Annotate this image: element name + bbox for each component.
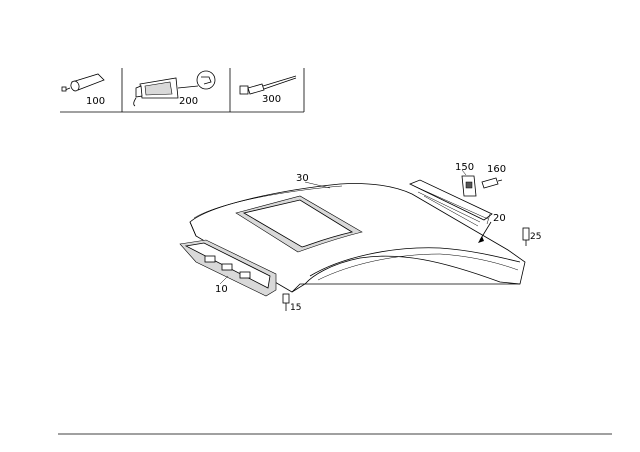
callout-rail: 20 bbox=[493, 213, 506, 224]
callout-plug: 160 bbox=[487, 164, 506, 175]
roof-rail-strip bbox=[409, 179, 493, 227]
callout-bracket: 150 bbox=[455, 162, 474, 173]
callout-clip-front: 15 bbox=[290, 303, 301, 313]
sealant-tube-wrench-icon bbox=[133, 70, 216, 107]
legend-label-100: 100 bbox=[86, 96, 105, 107]
roof-panel bbox=[189, 183, 526, 293]
leader-lines bbox=[219, 181, 492, 285]
blind-rivet-icon bbox=[239, 75, 297, 95]
callout-front-frame: 10 bbox=[215, 284, 228, 295]
callout-clip-right: 25 bbox=[530, 232, 541, 242]
front-frame-panel bbox=[179, 239, 277, 297]
legend-box: 100 200 300 bbox=[60, 68, 305, 113]
clip-front bbox=[282, 293, 290, 311]
callout-roof: 30 bbox=[296, 173, 309, 184]
legend-label-200: 200 bbox=[179, 96, 198, 107]
bracket-plate bbox=[461, 169, 477, 197]
clip-right bbox=[522, 227, 530, 246]
plug-pin bbox=[481, 177, 503, 189]
adhesive-cartridge-icon bbox=[61, 73, 105, 92]
legend-label-300: 300 bbox=[262, 94, 281, 105]
